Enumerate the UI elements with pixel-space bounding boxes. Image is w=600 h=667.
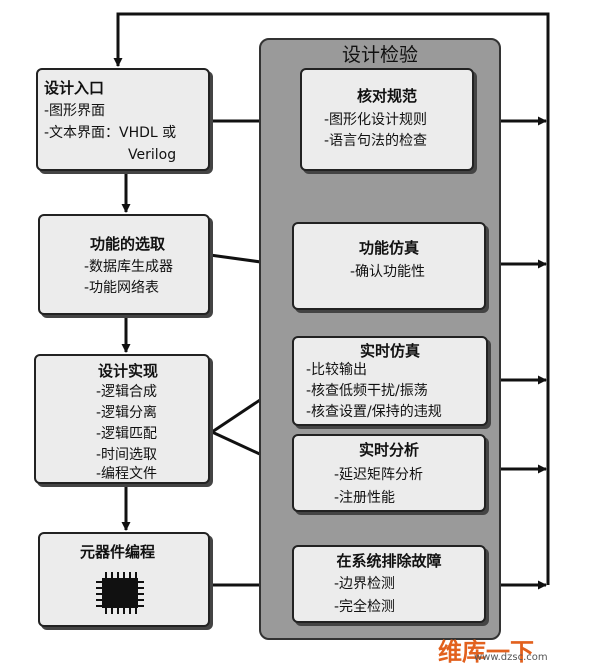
box-line: -编程文件	[96, 466, 158, 482]
design-entry-box: 设计入口 -图形界面 -文本界面：VHDL 或 Verilog	[36, 68, 210, 171]
box-title: 在系统排除故障	[336, 552, 442, 570]
box-line: -语言句法的检查	[324, 133, 428, 149]
box-line: -比较输出	[306, 362, 368, 378]
design-implementation-box: 设计实现 -逻辑合成 -逻辑分离 -逻辑匹配 -时间选取 -编程文件	[34, 354, 210, 484]
box-line: -逻辑合成	[96, 384, 158, 400]
function-selection-box: 功能的选取 -数据库生成器 -功能网络表	[38, 214, 210, 315]
box-line: -逻辑分离	[96, 405, 158, 421]
box-line: -图形化设计规则	[324, 112, 428, 128]
box-line: -功能网络表	[84, 280, 160, 296]
box-line: -确认功能性	[350, 264, 426, 280]
box-line: -完全检测	[334, 599, 396, 615]
watermark-logo: 维库一下	[438, 638, 534, 666]
box-line: -逻辑匹配	[96, 426, 158, 442]
in-system-debugging-box: 在系统排除故障 -边界检测 -完全检测	[292, 545, 486, 623]
box-title: 功能的选取	[90, 235, 166, 253]
spec-check-box: 核对规范 -图形化设计规则 -语言句法的检查	[300, 68, 474, 171]
box-line: -核查低频干扰/振荡	[306, 383, 428, 399]
box-title: 设计实现	[98, 362, 159, 380]
feedback-loop-line	[113, 12, 550, 585]
box-title: 设计入口	[44, 79, 105, 97]
box-line: -图形界面	[44, 103, 106, 119]
timing-simulation-box: 实时仿真 -比较输出 -核查低频干扰/振荡 -核查设置/保持的违规	[292, 336, 488, 426]
panel-title: 设计检验	[341, 44, 418, 66]
box-title: 功能仿真	[358, 239, 419, 257]
box-line: -延迟矩阵分析	[334, 467, 424, 483]
box-line: -数据库生成器	[84, 259, 174, 275]
chip-icon	[96, 572, 144, 614]
box-line: -注册性能	[334, 490, 396, 506]
box-title: 核对规范	[356, 87, 417, 105]
functional-simulation-box: 功能仿真 -确认功能性	[292, 222, 486, 310]
box-title: 实时仿真	[359, 342, 420, 360]
box-line: Verilog	[128, 147, 177, 163]
watermark-url: www.dzsc.com	[474, 652, 548, 663]
box-title: 元器件编程	[80, 543, 156, 561]
box-line: -边界检测	[334, 576, 396, 592]
box-title: 实时分析	[358, 441, 419, 459]
timing-analysis-box: 实时分析 -延迟矩阵分析 -注册性能	[292, 434, 486, 512]
box-line: -时间选取	[96, 447, 158, 463]
box-line: -核查设置/保持的违规	[306, 404, 442, 420]
box-line: -文本界面：VHDL 或	[44, 125, 177, 141]
